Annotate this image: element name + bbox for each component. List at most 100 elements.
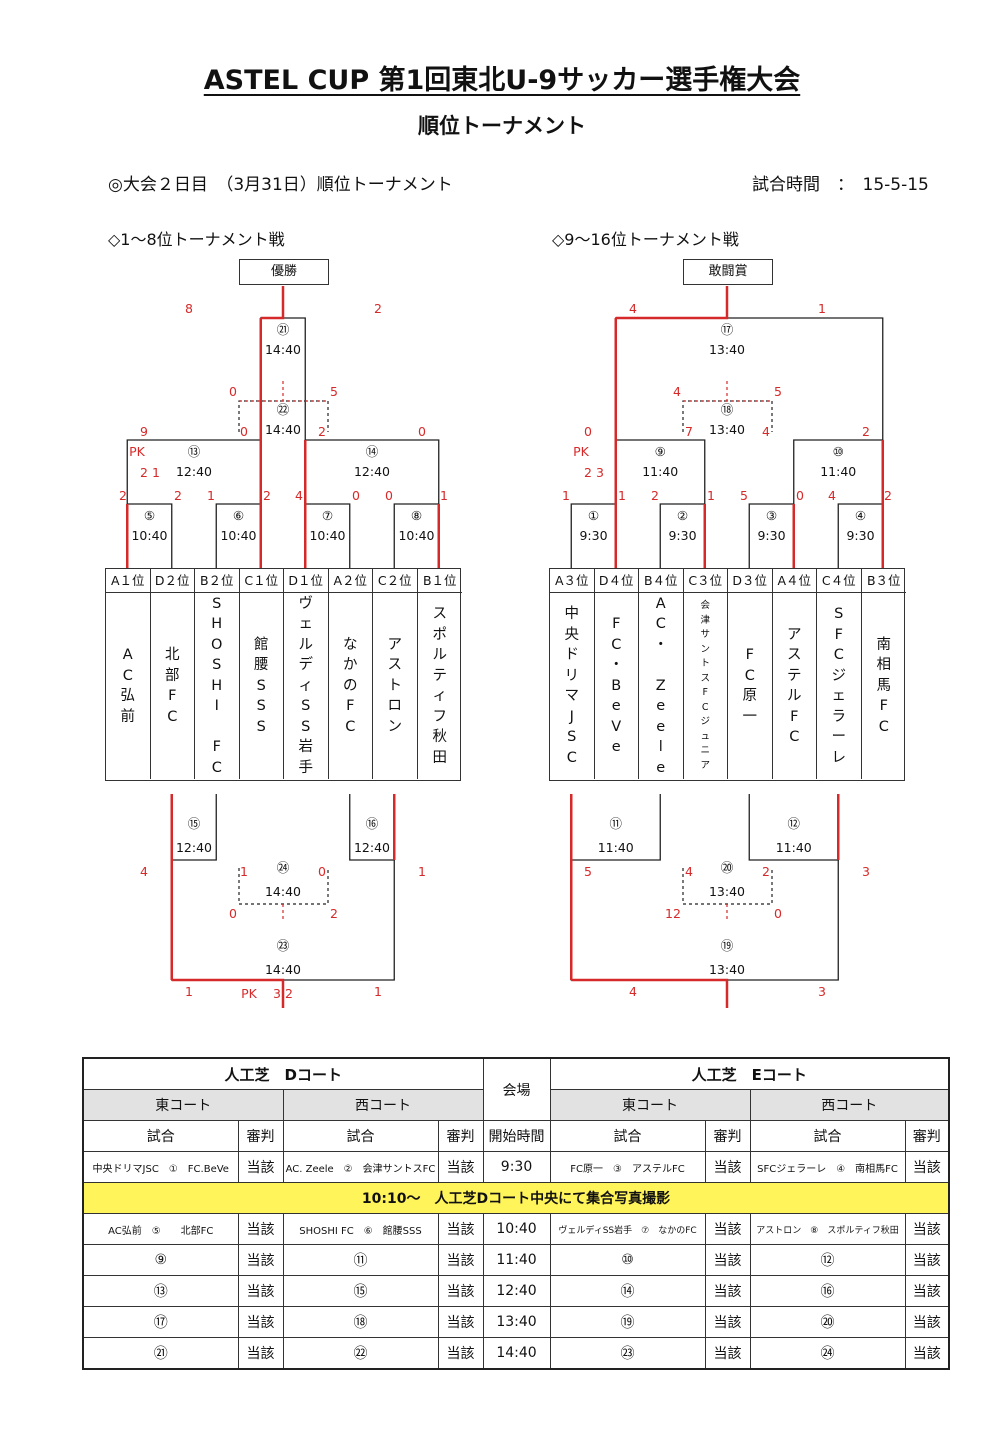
score-label: 4 [295, 488, 303, 503]
match-number: ⑭ [365, 444, 379, 459]
winner-line [171, 978, 285, 1008]
score-label: 1 [207, 488, 215, 503]
score-label: PK [573, 444, 590, 459]
match-cell: ⑯ [749, 1275, 906, 1307]
referee-cell: 当該 [437, 1306, 484, 1338]
score-label: 4 [629, 984, 637, 999]
score-label: 0 [229, 906, 237, 921]
match-time: 13:40 [708, 884, 746, 899]
seed-slot: D２位 [150, 569, 195, 593]
match-cell: FC原一 ③ アステルFC [549, 1151, 706, 1183]
referee-cell: 当該 [904, 1151, 950, 1183]
seed-slot: B２位 [195, 569, 240, 593]
score-label: 2 [862, 424, 870, 439]
score-label: 12 [665, 906, 681, 921]
team-name: アストロン [373, 593, 418, 779]
score-label: 0 [385, 488, 393, 503]
e-west-header: 西コート [749, 1089, 950, 1121]
match-time: 9:30 [846, 528, 875, 543]
seed-slot: A４位 [772, 569, 817, 593]
match-number: ⑫ [787, 816, 800, 831]
score-label: 5 [584, 864, 592, 879]
match-time: 13:40 [708, 962, 746, 977]
score-label: 1 [562, 488, 570, 503]
col-match: 試合 [282, 1120, 439, 1152]
score-label: 4 [629, 301, 637, 316]
referee-cell: 当該 [237, 1275, 284, 1307]
col-referee: 審判 [237, 1120, 284, 1152]
col-referee: 審判 [437, 1120, 484, 1152]
score-label: 2 [584, 465, 592, 480]
match-number: ⑤ [143, 508, 156, 523]
score-label: 0 [774, 906, 782, 921]
referee-cell: 当該 [437, 1151, 484, 1183]
match-cell: ㉔ [749, 1337, 906, 1370]
referee-cell: 当該 [704, 1275, 751, 1307]
match-number: ⑰ [720, 322, 734, 337]
score-label: 2 [119, 488, 127, 503]
score-label: 0 [240, 424, 248, 439]
score-label: 0 [418, 424, 426, 439]
match-time: 12:40 [353, 464, 391, 479]
seed-slot: A３位 [550, 569, 595, 593]
match-number: ⑲ [720, 938, 734, 953]
score-label: 1 [618, 488, 626, 503]
match-cell: ㉒ [282, 1337, 439, 1370]
match-number: ⑩ [832, 444, 844, 459]
winner-line [260, 286, 285, 320]
winner-line [571, 978, 729, 1008]
score-label: 9 [140, 424, 148, 439]
score-label: 5 [330, 384, 338, 399]
referee-cell: 当該 [237, 1306, 284, 1338]
match-cell: ⑮ [282, 1275, 439, 1307]
match-cell: ⑨ [82, 1244, 239, 1276]
time-cell: 10:40 [482, 1213, 551, 1245]
match-time: 14:40 [264, 884, 302, 899]
score-label: 5 [740, 488, 748, 503]
score-label: 4 [828, 488, 836, 503]
match-cell: アストロン ⑧ スポルティフ秋田 [749, 1213, 906, 1245]
winner-line [615, 286, 729, 320]
score-label: 3 [818, 984, 826, 999]
referee-cell: 当該 [704, 1151, 751, 1183]
seed-slot: D４位 [594, 569, 639, 593]
match-time: 9:30 [579, 528, 608, 543]
court-e-header: 人工芝 Eコート [549, 1057, 950, 1090]
col-match: 試合 [749, 1120, 906, 1152]
e-east-header: 東コート [549, 1089, 751, 1121]
match-time: 11:40 [642, 464, 679, 479]
time-cell: 11:40 [482, 1244, 551, 1276]
match-number: ⑬ [187, 444, 201, 459]
score-label: 0 [352, 488, 360, 503]
score-label: PK [129, 444, 146, 459]
score-label: 2 [884, 488, 892, 503]
score-label: 4 [685, 864, 693, 879]
match-time: 12:40 [175, 464, 213, 479]
col-referee: 審判 [704, 1120, 751, 1152]
match-time: 9:30 [757, 528, 786, 543]
match-number: ④ [854, 508, 867, 523]
match-time: 10:40 [309, 528, 346, 543]
referee-cell: 当該 [437, 1337, 484, 1370]
match-cell: AC弘前 ⑤ 北部FC [82, 1213, 239, 1245]
time-cell: 13:40 [482, 1306, 551, 1338]
time-cell: 9:30 [482, 1151, 551, 1183]
score-label: 2 [318, 424, 326, 439]
match-time: 11:40 [775, 840, 812, 855]
match-time: 試合時間 ： 15-5-15 [752, 175, 929, 195]
match-cell: SFCジェラーレ ④ 南相馬FC [749, 1151, 906, 1183]
score-label: 8 [185, 301, 193, 316]
court-d-header: 人工芝 Dコート [82, 1057, 484, 1090]
match-number: ③ [765, 508, 778, 523]
match-cell: ⑬ [82, 1275, 239, 1307]
table-row: ⑬ 当該 ⑮ 当該 12:40 ⑭ 当該 ⑯ 当該 [82, 1275, 950, 1307]
match-cell: ⑩ [549, 1244, 706, 1276]
score-label: 3 [273, 986, 281, 1001]
